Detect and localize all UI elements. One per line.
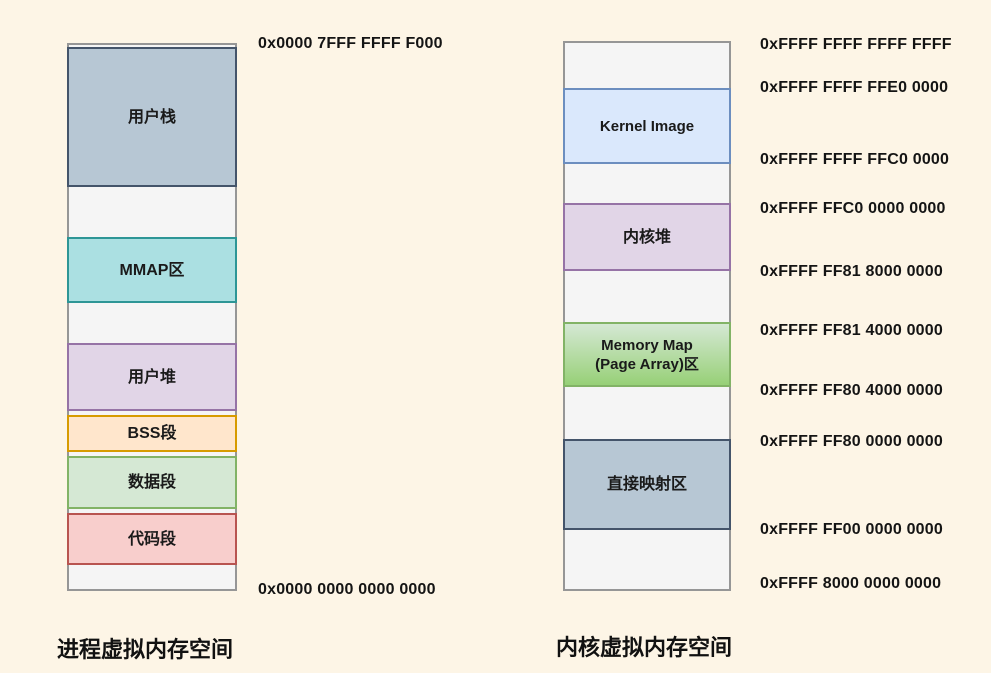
segment-label: 用户栈 [127,108,176,126]
kernel-memory-column: Kernel Image 内核堆 Memory Map (Page Array)… [563,41,731,591]
segment-mmap: MMAP区 [67,237,237,303]
segment-label: 内核堆 [622,228,671,246]
kernel-address-label: 0xFFFF FFFF FFE0 0000 [760,79,949,96]
segment-code: 代码段 [67,513,237,565]
kernel-address-label: 0xFFFF FF81 4000 0000 [760,322,943,339]
process-space-title: 进程虚拟内存空间 [57,637,234,662]
segment-memory-map: Memory Map (Page Array)区 [563,322,731,387]
segment-label: Kernel Image [599,117,695,135]
kernel-address-label: 0xFFFF FFFF FFC0 0000 [760,151,950,168]
segment-kernel-image: Kernel Image [563,88,731,164]
segment-direct-mapping: 直接映射区 [563,439,731,530]
kernel-address-label: 0xFFFF FF81 8000 0000 [760,263,943,280]
segment-label: (Page Array)区 [595,355,699,373]
process-top-address: 0x0000 7FFF FFFF F000 [258,35,443,52]
segment-label: MMAP区 [119,261,185,279]
segment-user-stack: 用户栈 [67,47,237,187]
segment-label: 代码段 [127,530,176,548]
segment-data: 数据段 [67,456,237,509]
process-bottom-address: 0x0000 0000 0000 0000 [258,581,436,598]
segment-label: Memory Map [601,336,693,354]
segment-bss: BSS段 [67,415,237,452]
kernel-space-title: 内核虚拟内存空间 [556,635,733,660]
kernel-address-label: 0xFFFF FF80 4000 0000 [760,382,943,399]
segment-label: 数据段 [127,474,176,491]
kernel-address-label: 0xFFFF FF00 0000 0000 [760,521,943,538]
segment-user-heap: 用户堆 [67,343,237,411]
process-memory-column: 用户栈 MMAP区 用户堆 BSS段 数据段 代码段 [67,43,237,591]
kernel-address-label: 0xFFFF FF80 0000 0000 [760,433,943,450]
segment-label: BSS段 [127,425,177,442]
segment-kernel-heap: 内核堆 [563,203,731,271]
kernel-address-label: 0xFFFF FFC0 0000 0000 [760,200,946,217]
segment-label: 用户堆 [127,368,176,386]
kernel-address-label: 0xFFFF FFFF FFFF FFFF [760,36,952,53]
kernel-address-label: 0xFFFF 8000 0000 0000 [760,575,942,592]
segment-label: 直接映射区 [606,476,687,493]
